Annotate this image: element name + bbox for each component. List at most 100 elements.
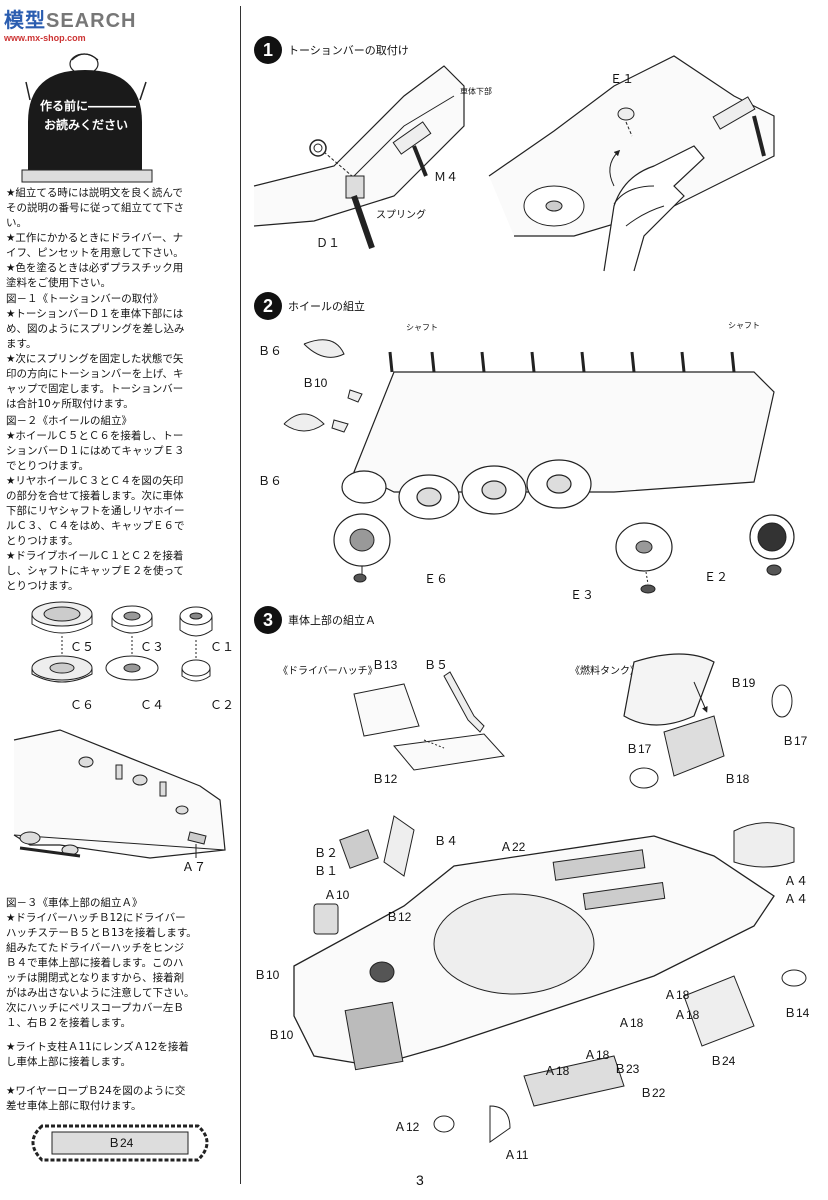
fig2-text: 図－２《ホイールの組立》 ★ホイールＣ５とＣ６を接着し、トー ションバーＤ１には… (6, 414, 232, 594)
label-b5: Ｂ５ (424, 658, 449, 672)
label-b12-hatch: Ｂ12 (372, 772, 398, 786)
fig1-line: ★トーションバーＤ１を車体下部には (6, 308, 184, 320)
manual-character-icon (21, 53, 153, 183)
fig3-line: 次にハッチにペリスコープカバー左Ｂ (6, 1002, 184, 1014)
intro-line: ★工作にかかるときにドライバー、ナ (6, 232, 184, 244)
step-3-number: 3 (254, 606, 282, 634)
intro-line: ★色を塗るときは必ずプラスチック用 (6, 262, 184, 274)
step-3-drawing (293, 653, 807, 1143)
driver-hatch-heading: 《ドライバーハッチ》 (278, 666, 378, 677)
label-hull-lower: 車体下部 (460, 87, 492, 96)
fig3-line: ハッチステーＢ５とＢ13を接着します。 (6, 927, 197, 939)
fig3-text: 図－３《車体上部の組立Ａ》 ★ドライバーハッチＢ12にドライバー ハッチステーＢ… (6, 896, 232, 1031)
label-b4: Ｂ４ (434, 834, 459, 848)
label-a18-3: Ａ18 (674, 1008, 700, 1022)
label-a10: Ａ10 (324, 888, 350, 902)
label-e1: Ｅ１ (610, 72, 635, 86)
step-2-drawing (283, 339, 795, 594)
label-shaft-left: シャフト (406, 323, 438, 332)
label-b17-left: Ｂ17 (626, 742, 652, 756)
label-e3: Ｅ３ (570, 588, 595, 602)
left-column: 作る前に―――― お読みください ★組立てる時には説明文を良く読んで その説明の… (0, 0, 240, 1200)
label-b10-lower: Ｂ10 (268, 1028, 294, 1042)
step-3-title: 車体上部の組立Ａ (288, 614, 376, 627)
label-b23: Ｂ23 (614, 1062, 640, 1076)
read-first-badge: 作る前に―――― お読みください (21, 52, 162, 183)
part-label-c3: Ｃ３ (140, 640, 165, 654)
label-b10-upper: Ｂ10 (254, 968, 280, 982)
label-d1: Ｄ１ (316, 236, 341, 250)
part-label-c2: Ｃ２ (210, 698, 235, 712)
part-label-c1: Ｃ１ (210, 640, 235, 654)
part-label-c6: Ｃ６ (70, 698, 95, 712)
read-first-line1: 作る前に―――― (40, 99, 137, 113)
read-first-line2: お読みください (44, 118, 129, 132)
watermark-logo-a: 模型 (4, 10, 46, 32)
label-m4: Ｍ４ (434, 170, 459, 184)
label-spring: スプリング (376, 210, 426, 221)
label-a4-bottom: Ａ４ (784, 892, 809, 906)
fig3-c-line: ★ワイヤーロープＢ24を図のように交 (6, 1085, 186, 1097)
fig3-line: 図－３《車体上部の組立Ａ》 (6, 897, 143, 909)
fig2-line: ★ホイールＣ５とＣ６を接着し、トー (6, 430, 184, 442)
step-1-number: 1 (254, 36, 282, 64)
fig1-text: 図－１《トーションバーの取付》 ★トーションバーＤ１を車体下部には め、図のよう… (6, 292, 232, 412)
label-a11: Ａ11 (504, 1148, 529, 1162)
step-1-drawing (253, 55, 775, 272)
intro-line: その説明の番号に従って組立てて下さ (6, 202, 184, 214)
fig1-line: ★次にスプリングを固定した状態で矢 (6, 353, 184, 365)
step-2-number: 2 (254, 292, 282, 320)
part-label-b24-left: Ｂ24 (108, 1136, 134, 1150)
page-number: 3 (416, 1172, 424, 1188)
fig1-line: め、図のようにスプリングを差し込み (6, 323, 185, 335)
fig2-line: 下部にリヤシャフトを通しリヤホイー (6, 505, 185, 517)
fig3-b-line: ★ライト支柱Ａ11にレンズＡ12を接着 (6, 1041, 189, 1053)
fig3-line: ★ドライバーハッチＢ12にドライバー (6, 912, 186, 924)
label-b14: Ｂ14 (784, 1006, 810, 1020)
wire-rope-drawing (31, 1124, 209, 1162)
label-a18-4: Ａ18 (584, 1048, 610, 1062)
intro-line: い。 (6, 217, 27, 229)
label-b1: Ｂ１ (314, 864, 339, 878)
label-b24-step3: Ｂ24 (710, 1054, 736, 1068)
label-b19: Ｂ19 (730, 676, 756, 690)
label-b17-right: Ｂ17 (782, 734, 808, 748)
fig2-line: とりつけます。 (6, 535, 79, 547)
step-1-title: トーションバーの取付け (288, 44, 409, 57)
label-e6: Ｅ６ (424, 572, 449, 586)
fig3-line: １、右Ｂ２を接着します。 (6, 1017, 131, 1029)
fig1-line: ャップで固定します。トーションバー (6, 383, 184, 395)
label-e2: Ｅ２ (704, 570, 729, 584)
label-b22: Ｂ22 (640, 1086, 666, 1100)
label-b12-hull: Ｂ12 (386, 910, 412, 924)
fuel-tank-heading: 《燃料タンク》 (570, 666, 640, 677)
fig1-line: 図－１《トーションバーの取付》 (6, 293, 164, 305)
watermark: 模型SEARCH www.mx-shop.com (4, 4, 136, 43)
fig2-line: でとりつけます。 (6, 460, 90, 472)
label-shaft-right: シャフト (728, 321, 760, 330)
step-2: 2 ホイールの組立 シャフト シャフト Ｂ６ (254, 292, 814, 602)
wire-rope-illustration: Ｂ24 (30, 1118, 210, 1168)
label-b13: Ｂ13 (372, 658, 398, 672)
fig3-text-b: ★ライト支柱Ａ11にレンズＡ12を接着 し車体上部に接着します。 (6, 1040, 232, 1070)
fig2-line: ★リヤホイールＣ３とＣ４を図の矢印 (6, 475, 184, 487)
fig1-line: は合計10ヶ所取付けます。 (6, 398, 134, 410)
label-a22: Ａ22 (500, 840, 526, 854)
label-a18-1: Ａ18 (664, 988, 690, 1002)
intro-line: イフ、ピンセットを用意して下さい。 (6, 247, 184, 259)
label-b6-top: Ｂ６ (258, 344, 283, 358)
label-a18-2: Ａ18 (618, 1016, 644, 1030)
fig3-line: 組みたてたドライバーハッチをヒンジ (6, 942, 185, 954)
fig3-text-c: ★ワイヤーロープＢ24を図のように交 差せ車体上部に取付けます。 (6, 1084, 232, 1114)
fig3-line: がはみ出さないように注意して下さい。 (6, 987, 195, 999)
fig3-b-line: し車体上部に接着します。 (6, 1056, 131, 1068)
watermark-logo: 模型SEARCH (4, 4, 136, 33)
column-divider (240, 6, 241, 1184)
fig2-line: ★ドライブホイールＣ１とＣ２を接着 (6, 550, 184, 562)
wheel-parts-illustration: Ｃ５ Ｃ３ Ｃ１ Ｃ６ Ｃ４ Ｃ２ Ａ７ (0, 600, 240, 900)
part-label-a7: Ａ７ (182, 860, 207, 874)
intro-line: ★組立てる時には説明文を良く読んで (6, 187, 183, 199)
wheel-parts-drawing (13, 601, 226, 859)
fig2-line: し、シャフトにキャップＥ２を使って (6, 565, 184, 577)
label-a12: Ａ12 (394, 1120, 420, 1134)
